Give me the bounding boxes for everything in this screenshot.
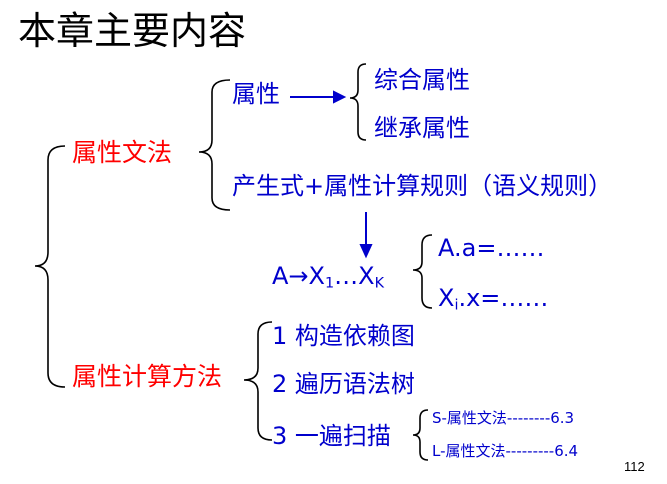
attribute-types-brace	[349, 63, 367, 141]
production-formula: A→X1…XK	[272, 264, 384, 291]
node-attribute-grammar: 属性文法	[72, 138, 173, 167]
rule-output-x-base: X	[438, 284, 455, 312]
rule-brace	[412, 234, 433, 309]
production-ellipsis: …	[334, 262, 359, 290]
page-number: 112	[624, 459, 645, 474]
scan-brace	[412, 409, 429, 461]
scan-s-attributed: S-属性文法--------6.3	[432, 409, 575, 427]
production-xk: X	[358, 262, 375, 290]
production-xk-subscript: K	[374, 275, 385, 292]
methods-brace	[243, 321, 273, 441]
production-x1: X	[308, 262, 325, 290]
rule-output-x-subscript: i	[454, 297, 459, 314]
node-computation-method: 属性计算方法	[72, 362, 223, 391]
production-x1-subscript: 1	[324, 275, 335, 292]
rule-output-x: Xi.x=……	[438, 286, 548, 313]
page-title: 本章主要内容	[18, 9, 247, 53]
scan-l-attributed: L-属性文法---------6.4	[432, 442, 579, 460]
method-one-pass-scan: 3 一遍扫描	[272, 422, 391, 450]
rule-output-a: A.a=……	[438, 234, 545, 262]
main-brace	[34, 145, 66, 388]
production-arrow-head	[359, 244, 373, 259]
attribute-arrow-head	[333, 90, 347, 104]
method-build-dependency-graph: 1 构造依赖图	[272, 322, 415, 350]
node-inherited-attribute: 继承属性	[374, 114, 470, 142]
production-arrow-symbol: →	[288, 262, 309, 290]
grammar-brace	[198, 79, 231, 211]
method-traverse-parse-tree: 2 遍历语法树	[272, 370, 415, 398]
rule-output-x-rest: .x=……	[458, 284, 549, 312]
production-lhs: A	[272, 262, 289, 290]
node-synthesized-attribute: 综合属性	[374, 66, 470, 94]
node-attributes: 属性	[232, 80, 280, 108]
node-production-rules: 产生式+属性计算规则（语义规则）	[232, 172, 613, 200]
